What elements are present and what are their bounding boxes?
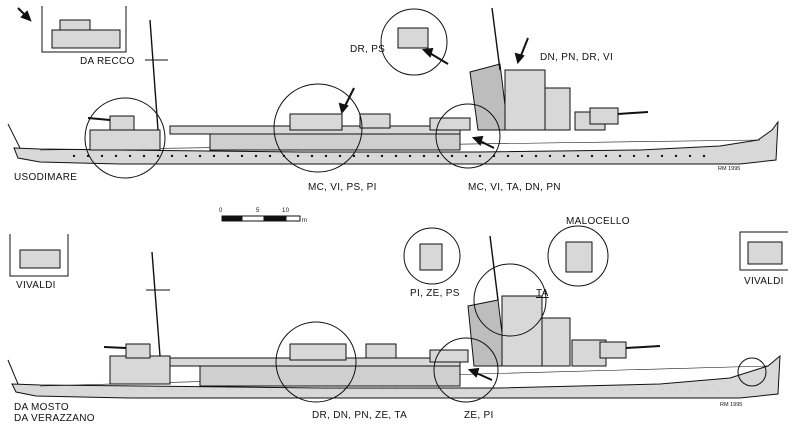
callout-dr-ps: DR, PS [350,44,386,55]
bottom-circle-midship [275,321,357,403]
signature-top: RM 1995 [718,166,741,172]
scale-tick-10: 10 [282,208,290,214]
top-ship-bridge [504,69,546,131]
bottom-circle-bow-anchor [737,357,767,387]
top-circle-aft-mount [435,103,501,169]
top-circle-stern-gun [84,97,166,179]
top-detail-circles [41,6,501,179]
bottom-ship-bridge [501,295,543,367]
bottom-inset-left-frame [9,234,69,277]
top-ship-hull [13,120,779,165]
top-arrows [17,7,529,149]
callout-dn-pn-dr-vi: DN, PN, DR, VI [540,52,614,63]
bottom-ship-deckhouse-aft [109,355,171,385]
callout-da-recco: DA RECCO [80,56,135,67]
top-ship-fwd-gun [589,107,619,125]
callout-vivaldi-right: VIVALDI [744,276,784,287]
bottom-arrows [467,367,493,381]
callout-malocello: MALOCELLO [566,216,630,227]
top-circle-midship [273,83,363,173]
label-usodimare: USODIMARE [14,172,78,183]
callout-mc-vi-ta-dn-pn: MC, VI, TA, DN, PN [468,182,561,193]
bottom-inset-right-frame [739,231,788,271]
bottom-circle-detail-a [403,227,461,285]
callout-vivaldi-left: VIVALDI [16,280,56,291]
callout-mc-vi-ps-pi: MC, VI, PS, PI [308,182,377,193]
bottom-ship [7,235,781,399]
bottom-circle-bridge [473,263,547,337]
top-ship-aft-mast [149,19,159,131]
top-ship-funnel [469,63,509,131]
bottom-circle-detail-b [547,225,609,287]
callout-ta: TA [536,288,549,299]
bottom-circle-aft-mount [433,337,499,403]
top-ship-fore-mast [491,7,501,71]
scale-tick-5: 5 [256,208,260,214]
top-ship-deckhouse-aft [89,129,161,151]
scale-bar [221,215,301,222]
signature-bottom: RM 1995 [720,402,743,408]
top-circle-bridge-detail [380,8,448,76]
scale-unit: m [302,218,308,224]
bottom-detail-circles [9,225,788,403]
label-da-mosto: DA MOSTO [14,402,70,413]
callout-pi-ze-ps: PI, ZE, PS [410,288,460,299]
scale-tick-0: 0 [219,208,223,214]
callout-dr-dn-pn-ze-ta: DR, DN, PN, ZE, TA [312,410,408,421]
callout-ze-pi: ZE, PI [464,410,494,421]
top-ship [7,7,779,165]
bottom-ship-fwd-gun [599,341,627,359]
label-da-verazzano: DA VERAZZANO [14,413,95,424]
bottom-ship-funnel [467,299,507,367]
bottom-ship-aft-mast [151,251,161,357]
top-inset-frame [41,6,127,53]
